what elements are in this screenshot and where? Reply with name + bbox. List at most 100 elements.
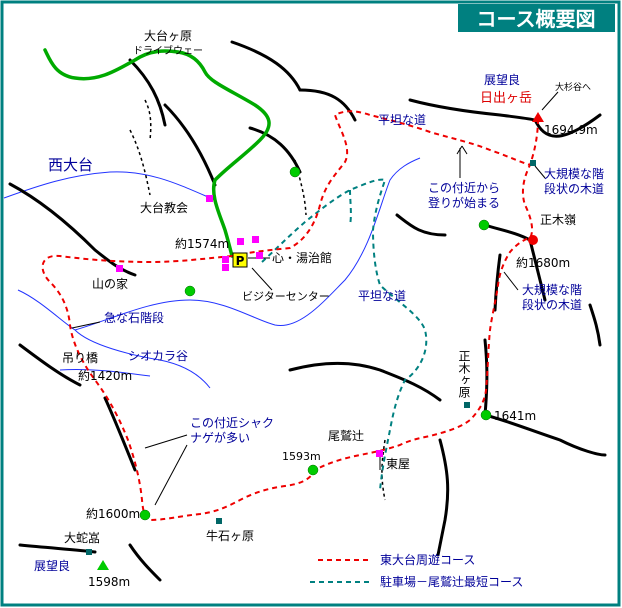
leader-steps [71,321,101,329]
post-masakigahara [464,402,470,408]
label-elev-1598: 1598m [88,575,130,589]
label-masakitoge: 正木嶺 [540,213,576,227]
building-azumaya [376,450,383,457]
label-bridge: 吊り橋 [62,351,98,365]
label-elev-1694: 1694.9m [544,123,598,137]
building-4 [222,264,229,271]
ridge-bottom [128,543,162,582]
ridge-sw1 [18,343,82,387]
point-vc-south [184,285,196,297]
shortest-course-branch [349,189,352,226]
shortest-course [261,178,428,491]
label-sasa-2: ナゲが多い [190,430,250,445]
building-1 [237,238,244,245]
ridge-hinode [408,98,537,122]
label-azumaya: 東屋 [386,457,410,471]
road-name-2: ドライブウェー [133,44,203,57]
label-stairs1-b: 段状の木道 [544,181,604,196]
leader-climb-arrow [456,145,468,155]
ridge-east1 [395,213,447,237]
label-odaigura: 大蛇嵓 [64,530,100,545]
point-1600 [139,509,151,521]
label-nishiodai: 西大台 [48,156,93,174]
ridge-hinode-e [533,113,602,138]
label-elev-1600: 約1600m [86,506,140,521]
ridge-north1 [128,58,167,127]
label-owashitsuji: 尾鷲辻 [328,429,364,443]
label-obs-1: 展望良 [34,558,70,573]
point-1641 [480,409,492,421]
label-osugidani: 大杉谷へ [555,81,591,93]
trail-dot2 [129,129,151,196]
legend-shortest-label: 駐車場－尾鷲辻最短コース [380,574,523,589]
point-east [478,219,490,231]
label-vc: ビジターセンター [242,290,330,303]
ridges [8,40,607,582]
trail-dot4 [381,439,386,501]
label-obs-2: 展望良 [484,72,520,87]
label-flat-2: 平坦な道 [358,289,406,303]
leader-lines [71,91,559,506]
label-odai-church: 大台教会 [140,200,188,215]
label-stairs1-a: 大規模な階 [544,166,604,181]
label-climb-1: この付近から [428,181,500,195]
label-sasa-1: この付近シャク [190,416,274,430]
label-elev-1680: 約1680m [516,255,570,270]
ridge-south [436,438,450,557]
label-elev-1574: 約1574m [175,236,229,251]
buildings [116,195,383,457]
leader-osugi [541,91,559,111]
river-nishiodai [3,171,216,201]
label-hinodegatake: 日出ヶ岳 [480,91,532,106]
post-odaigura [86,549,92,555]
legend: 東大台周遊コース 駐車場－尾鷲辻最短コース [310,552,523,589]
label-elev-1420: 約1420m [78,368,132,383]
river-branch [59,368,151,377]
label-elev-1593: 1593m [282,450,321,463]
ridge-east2 [588,303,602,347]
ridge-masaki2 [493,253,502,312]
river-shiokara [17,289,211,389]
peak-hinodegatake-icon [532,112,544,122]
label-masakigahara: 正木ヶ原 [457,350,471,398]
drive-road [43,48,271,258]
green-points [139,166,492,521]
building-kokoro [256,252,263,259]
label-elev-1641: 1641m [494,409,536,423]
loop-course [41,117,539,522]
building-2 [252,236,259,243]
building-yamanoie [116,265,123,272]
parking-icon [232,252,248,268]
trail-dot1 [144,99,152,141]
ridge-north2 [163,103,217,187]
peak-masakitoge-icon [528,235,538,245]
title-box [458,4,615,32]
ridge-center [288,361,442,402]
point-1593 [307,464,319,476]
post-stairs1 [530,160,536,166]
peak-odaigura-icon [97,560,109,570]
point-north [289,166,301,178]
parking-label: P [236,254,245,268]
building-odai-church [206,195,213,202]
label-yamanoie: 山の家 [92,276,128,291]
ridge-north3 [230,40,302,92]
leader-stairs1 [534,165,546,179]
ridge-north5 [298,88,357,122]
minor-trails [129,99,386,501]
leader-sasa-left [144,434,188,449]
labels: 大台ヶ原 ドライブウェー 西大台 大台教会 約1574m 心・湯治館 ビジターセ… [34,28,604,589]
label-shiokara: シオカラ谷 [128,349,188,363]
ridge-se [483,413,607,457]
post-ushiishi [216,518,222,524]
label-flat-1: 平坦な道 [378,113,426,127]
loop-course-north [231,110,531,257]
label-stairs2-b: 段状の木道 [522,297,582,312]
leader-vc [251,267,273,291]
label-climb-2: 登りが始まる [428,195,500,210]
ridge-sw2 [103,396,137,472]
map-title: コース概要図 [477,7,596,31]
